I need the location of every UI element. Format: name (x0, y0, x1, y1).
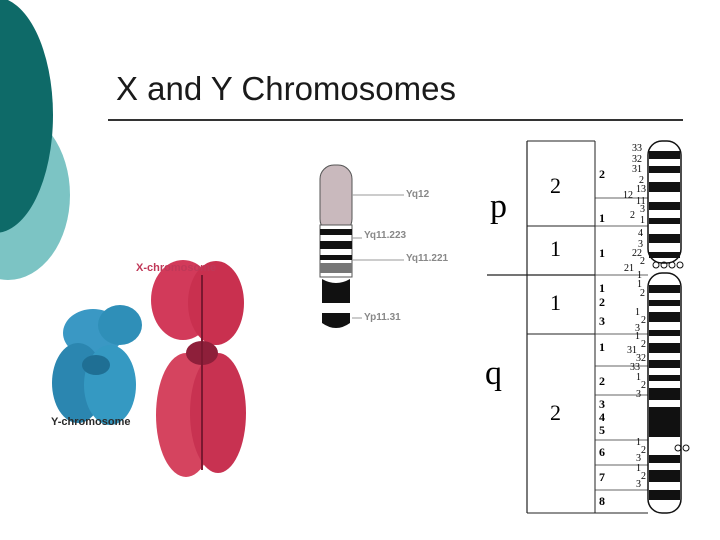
band-right-label: 1 (640, 215, 645, 226)
arm-label-p: p (490, 188, 507, 225)
band-left-label: 3 (599, 314, 605, 328)
region-label-p1: 1 (550, 236, 561, 261)
band-right-label: 1 (637, 279, 642, 290)
band-right-label: 2 (641, 339, 646, 350)
band-left-label: 1 (599, 281, 605, 295)
band-left-label: 1 (599, 211, 605, 225)
band-label-yq11-221: Yq11.221 (406, 253, 449, 264)
y-chromosome-shape (52, 305, 142, 425)
band-right-label: 32 (632, 154, 642, 165)
band-right-label: 13 (636, 184, 646, 195)
band-right-label: 4 (638, 228, 643, 239)
band-right-label: 1 (636, 437, 641, 448)
region-label-q1: 1 (550, 290, 561, 315)
band-right-label: 32 (636, 353, 646, 364)
arm-label-q: q (485, 355, 502, 392)
band-right-label: 2 (641, 315, 646, 326)
band-right-label: 2 (640, 288, 645, 299)
band-left-label: 7 (599, 470, 605, 484)
band-left-label: 8 (599, 494, 605, 508)
dark-bubble-shape (0, 0, 53, 233)
band-right-label: 1 (635, 307, 640, 318)
band-left-label: 1 (599, 340, 605, 354)
band-right-label: 31 (627, 345, 637, 356)
band-label-yq11-223: Yq11.223 (364, 230, 407, 241)
band-right-label: 3 (638, 239, 643, 250)
chromosome-photo-art (52, 260, 246, 477)
y-ideogram-art (319, 164, 404, 328)
band-right-label: 3 (640, 204, 645, 215)
region-label-p2: 2 (550, 173, 561, 198)
region-label-q2: 2 (550, 400, 561, 425)
band-right-label: 3 (636, 389, 641, 400)
band-left-label: 5 (599, 423, 605, 437)
band-left-label: 1 (599, 246, 605, 260)
band-right-label: 3 (635, 323, 640, 334)
xy-chromosome-photo: X-chromosome Y-chromosome (48, 255, 248, 480)
band-right-label: 3 (636, 479, 641, 490)
x-chromosome-label: X-chromosome (136, 262, 217, 274)
slide-title: X and Y Chromosomes (116, 70, 456, 107)
band-right-label: 12 (623, 190, 633, 201)
band-label-yq12: Yq12 (406, 189, 430, 200)
band-left-label: 4 (599, 410, 605, 424)
y-chromosome-ideogram: Yq12 Yq11.223 Yq11.221 Yp11.31 (318, 163, 478, 333)
band-right-label: 2 (641, 445, 646, 456)
band-left-label: 2 (599, 167, 605, 181)
band-right-label: 2 (630, 210, 635, 221)
band-left-label: 3 (599, 397, 605, 411)
band-right-label: 22 (632, 248, 642, 259)
band-right-label: 33 (630, 362, 640, 373)
band-right-label: 31 (632, 164, 642, 175)
band-left-label: 2 (599, 374, 605, 388)
title-divider (108, 119, 683, 121)
band-right-label: 21 (624, 263, 634, 274)
band-right-label: 2 (639, 175, 644, 186)
y-chromosome-label: Y-chromosome (51, 416, 131, 428)
band-right-label: 33 (632, 143, 642, 154)
band-label-yp11-31: Yp11.31 (364, 312, 401, 323)
band-right-label: 1 (636, 372, 641, 383)
band-right-label: 1 (635, 331, 640, 342)
band-right-label: 3 (636, 453, 641, 464)
band-right-label: 1 (637, 270, 642, 281)
band-right-label: 1 (636, 463, 641, 474)
band-right-label: 2 (641, 471, 646, 482)
band-left-label: 2 (599, 295, 605, 309)
band-right-label: 11 (636, 196, 646, 207)
band-right-label: 2 (640, 256, 645, 267)
band-left-label: 6 (599, 445, 605, 459)
x-chromosome-shape (151, 260, 246, 477)
band-right-label: 2 (641, 380, 646, 391)
